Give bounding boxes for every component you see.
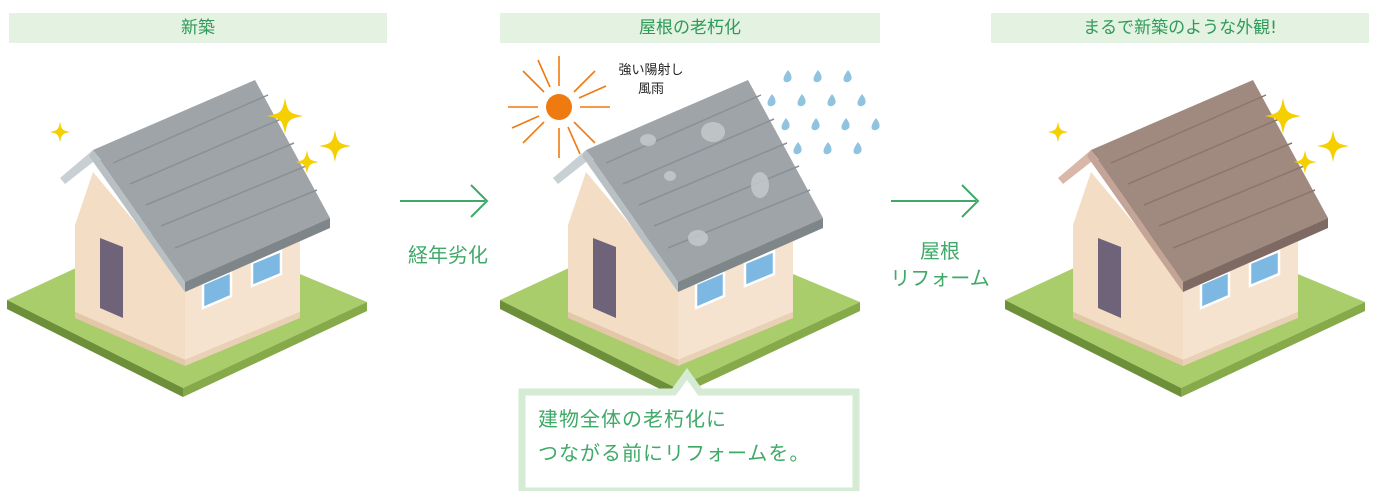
callout-line2: つながる前にリフォームを。	[538, 441, 811, 465]
arrow-label-roof-reform: 屋根 リフォーム	[870, 238, 1010, 292]
weather-label: 強い陽射し 風雨	[596, 61, 706, 99]
callout-text: 建物全体の老朽化に つながる前にリフォームを。	[538, 402, 858, 470]
sparkle-icon	[49, 121, 71, 143]
arrow-right-icon	[891, 184, 980, 218]
aging-house-illustration	[498, 80, 862, 399]
new-house-illustration	[5, 80, 369, 399]
arrow-label-line1: 屋根	[920, 239, 960, 263]
sparkle-icon	[1047, 121, 1069, 143]
arrow-label-line2: リフォーム	[890, 266, 990, 290]
stage-label-like-new: まるで新築のような外観!	[991, 13, 1369, 43]
rain-icon	[767, 70, 880, 155]
sparkle-icon	[318, 129, 352, 163]
weather-line-rain: 風雨	[637, 82, 664, 97]
weather-line-sun: 強い陽射し	[618, 63, 684, 78]
arrow-label-deterioration: 経年劣化	[408, 243, 488, 267]
sparkle-icon	[1316, 129, 1350, 163]
weathering-stains	[640, 122, 769, 246]
renovated-house-illustration	[1003, 80, 1367, 399]
callout-box	[518, 368, 860, 491]
sun-icon	[508, 56, 610, 158]
arrow-right-icon	[400, 184, 489, 218]
stage-label-new-build: 新築	[9, 13, 387, 43]
callout-line1: 建物全体の老朽化に	[538, 407, 727, 431]
stage-label-roof-aging: 屋根の老朽化	[500, 13, 880, 43]
